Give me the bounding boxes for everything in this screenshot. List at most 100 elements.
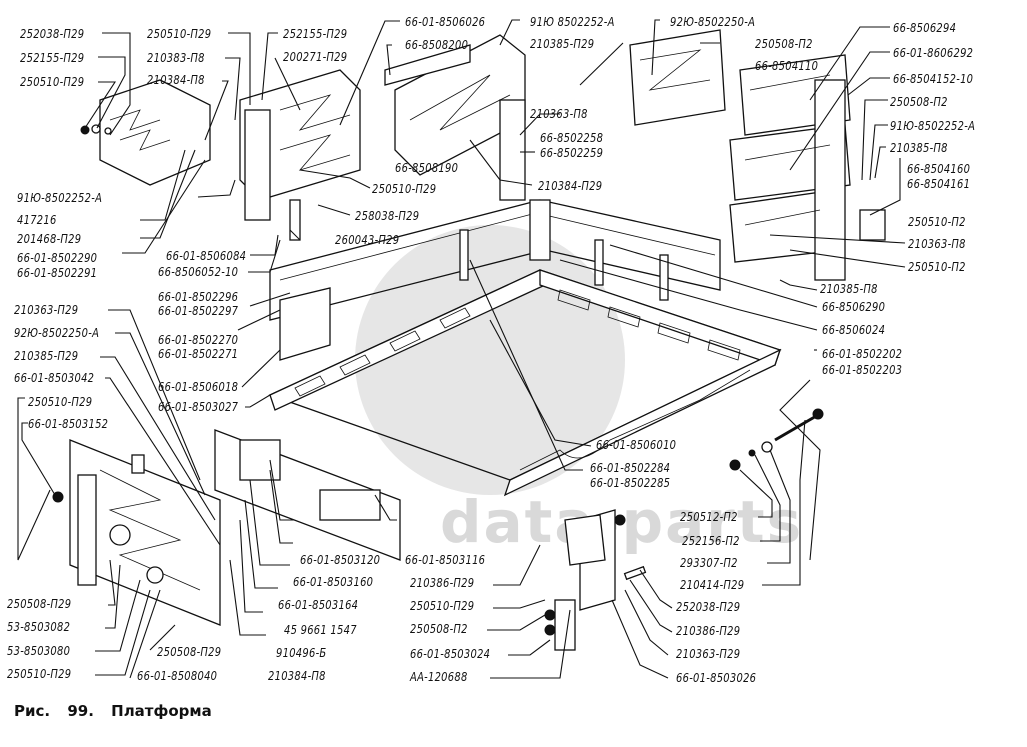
part-label: 250508-П29	[7, 597, 72, 611]
part-label: 258038-П29	[355, 209, 420, 223]
front-block-center	[239, 69, 361, 241]
part-label: 66-01-8503027	[158, 400, 239, 414]
part-label: 210385-П29	[14, 349, 79, 363]
part-label: 66-01-8503120	[300, 553, 381, 567]
part-label: АА-120688	[410, 670, 468, 684]
part-label: 210363-П8	[530, 107, 588, 121]
caption-title: Платформа	[111, 702, 212, 720]
part-label: 66-01-8502290	[17, 251, 98, 265]
leader-lines	[17, 19, 906, 679]
rear-side-panel	[52, 439, 221, 626]
part-label: 66-8506290	[822, 300, 886, 314]
part-label: 66-01-8508040	[137, 669, 218, 683]
part-label: 250512-П2	[680, 510, 738, 524]
part-label: 210386-П29	[410, 576, 475, 590]
part-label: 91Ю-8502252-А	[17, 191, 103, 205]
part-label: 66-01-8503152	[28, 417, 109, 431]
part-label: 66-01-8506026	[405, 15, 486, 29]
part-label: 66-01-8502270	[158, 333, 239, 347]
part-label: 66-01-8503024	[410, 647, 491, 661]
part-label: 250508-П2	[890, 95, 948, 109]
part-label: 66-01-8503116	[405, 553, 486, 567]
front-block-right	[384, 34, 526, 201]
part-label: 210385-П8	[820, 282, 878, 296]
part-label: 250510-П29	[28, 395, 93, 409]
part-label: 260043-П29	[335, 233, 400, 247]
part-label: 66-8506024	[822, 323, 886, 337]
part-label: 91Ю-8502252-А	[890, 119, 976, 133]
part-label: 66-8504161	[907, 177, 971, 191]
part-label: 66-8506294	[893, 21, 957, 35]
part-label: 210385-П8	[890, 141, 948, 155]
bolt-kit	[729, 408, 824, 471]
part-label: 66-01-8503160	[293, 575, 374, 589]
part-label: 66-01-8503026	[676, 671, 757, 685]
part-label: 66-8504152-10	[893, 72, 974, 86]
part-label: 250510-П29	[7, 667, 72, 681]
part-label: 66-01-8502291	[17, 266, 98, 280]
part-label: 210383-П8	[147, 51, 205, 65]
tailgate	[214, 429, 401, 561]
part-label: 250508-П2	[410, 622, 468, 636]
part-label: 252155-П29	[20, 51, 85, 65]
part-label: 66-01-8506084	[166, 249, 247, 263]
part-label: 210414-П29	[680, 578, 745, 592]
part-label: 66-01-8502202	[822, 347, 903, 361]
part-label: 210363-П8	[908, 237, 966, 251]
part-label: 66-8506052-10	[158, 265, 239, 279]
part-label: 66-01-8502285	[590, 476, 671, 490]
part-label: 91Ю 8502252-А	[530, 15, 615, 29]
part-label: 210363-П29	[676, 647, 741, 661]
part-label: 252155-П29	[283, 27, 348, 41]
part-label: 252156-П2	[682, 534, 740, 548]
part-label: 66-01-8506010	[596, 438, 677, 452]
part-label: 252038-П29	[20, 27, 85, 41]
part-label: 66-8508200	[405, 38, 469, 52]
part-label: 92Ю-8502250-А	[14, 326, 100, 340]
part-label: 66-01-8502271	[158, 347, 239, 361]
caption-number: 99.	[67, 702, 94, 720]
side-boards	[269, 199, 721, 361]
part-label: 210386-П29	[676, 624, 741, 638]
part-label: 66-8502258	[540, 131, 604, 145]
part-label: 250508-П29	[157, 645, 222, 659]
part-label: 66-8508190	[395, 161, 459, 175]
part-label: 210363-П29	[14, 303, 79, 317]
part-label: 250510-П2	[908, 260, 966, 274]
part-label: 293307-П2	[680, 556, 738, 570]
part-label: 66-01-8502297	[158, 304, 239, 318]
part-label: 66-01-8502284	[590, 461, 671, 475]
part-label: 201468-П29	[17, 232, 82, 246]
part-label: 53-8503082	[7, 620, 71, 634]
side-blocks-right	[629, 29, 886, 281]
front-block-left	[80, 79, 211, 186]
part-label: 66-01-8503042	[14, 371, 95, 385]
part-label: 210385-П29	[530, 37, 595, 51]
part-label: 250510-П29	[410, 599, 475, 613]
part-label: 417216	[17, 213, 57, 227]
part-label: 66-8504110	[755, 59, 819, 73]
figure-caption: Рис. 99. Платформа	[14, 702, 224, 720]
part-label: 250508-П2	[755, 37, 813, 51]
part-label: 210384-П8	[147, 73, 205, 87]
part-label: 66-01-8502296	[158, 290, 239, 304]
part-label: 200271-П29	[283, 50, 348, 64]
part-label: 250510-П29	[20, 75, 85, 89]
caption-prefix: Рис.	[14, 702, 51, 720]
part-label: 66-8504160	[907, 162, 971, 176]
part-label: 250510-П29	[372, 182, 437, 196]
part-label: 66-8502259	[540, 146, 604, 160]
part-label: 210384-П29	[538, 179, 603, 193]
part-label: 66-01-8502203	[822, 363, 903, 377]
part-label: 210384-П8	[268, 669, 326, 683]
part-label: 53-8503080	[7, 644, 71, 658]
part-label: 92Ю-8502250-А	[670, 15, 756, 29]
part-label: 910496-Б	[276, 646, 327, 660]
part-label: 250510-П29	[147, 27, 212, 41]
part-label: 66-01-8503164	[278, 598, 359, 612]
part-label: 250510-П2	[908, 215, 966, 229]
part-label: 66-01-8506018	[158, 380, 239, 394]
part-label: 45 9661 1547	[284, 623, 357, 637]
part-label: 66-01-8606292	[893, 46, 974, 60]
